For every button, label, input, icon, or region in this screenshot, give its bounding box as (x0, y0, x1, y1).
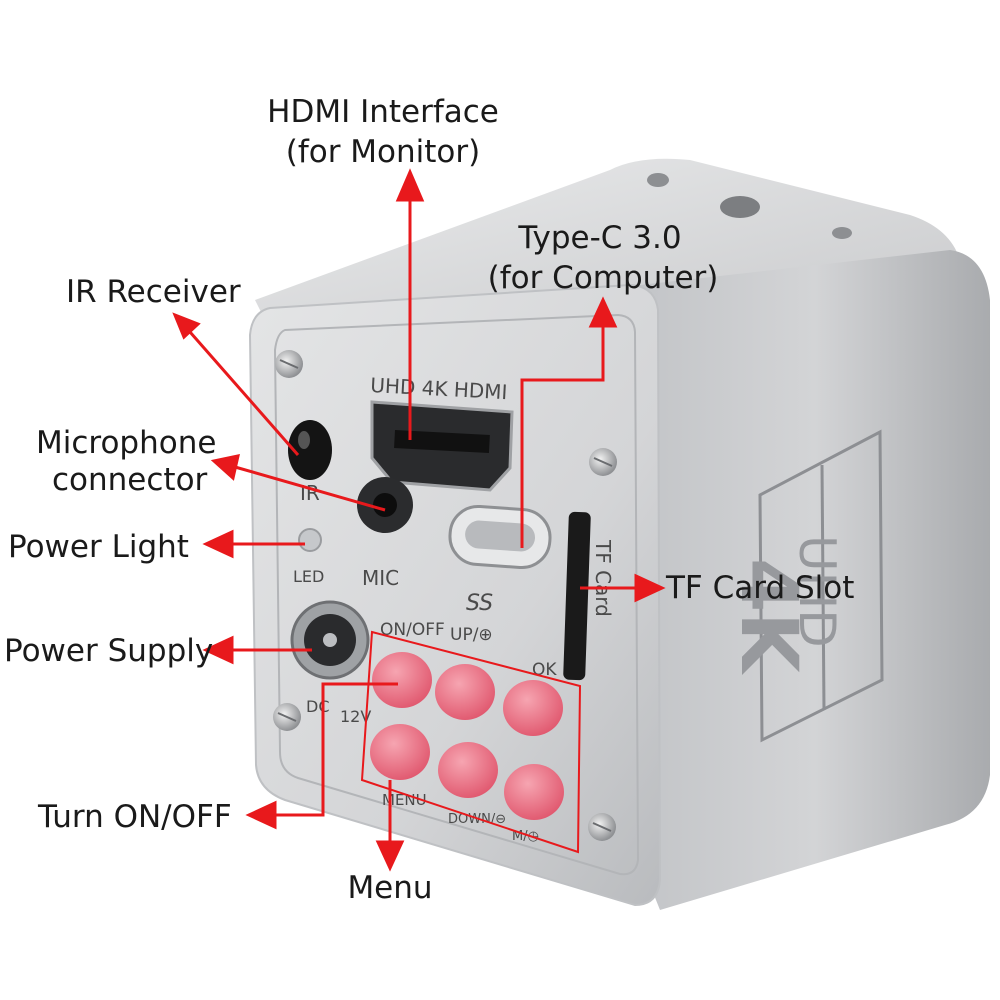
label-typec-line1: Type-C 3.0 (517, 220, 681, 256)
menu-button (370, 724, 430, 780)
label-typec-line2: (for Computer) (488, 260, 719, 296)
label-ir-receiver: IR Receiver (66, 274, 241, 310)
arrow-ir (188, 331, 300, 456)
arrow-mic (234, 465, 386, 512)
label-power-supply: Power Supply (4, 633, 213, 669)
arrow-typec (520, 326, 605, 548)
power-led (298, 528, 322, 552)
callout-labels: HDMI Interface (for Monitor) Type-C 3.0 … (4, 94, 854, 906)
camera-front-face (248, 283, 662, 907)
label-turn-onoff: Turn ON/OFF (37, 799, 232, 835)
menu-engraving: MENU (382, 791, 427, 809)
label-tf-card-slot: TF Card Slot (665, 570, 854, 606)
ir-engraving: IR (300, 481, 320, 505)
arrow-turn-onoff (275, 682, 398, 817)
side-4k-uhd-badge: 4K UHD (723, 429, 884, 743)
top-screw-hole-1 (647, 173, 669, 187)
callout-arrows (172, 168, 666, 872)
camera-body: UHD 4K HDMI IR MIC SS LED TF Card DC 12V… (248, 158, 990, 910)
label-mic-line2: connector (52, 462, 208, 498)
camera-side-face (640, 250, 990, 910)
tf-card-slot (563, 511, 591, 681)
label-hdmi-line1: HDMI Interface (267, 94, 499, 130)
label-menu: Menu (347, 870, 432, 906)
dc-engraving: DC (306, 697, 330, 716)
panel-screws (273, 350, 617, 841)
top-screw-hole-3 (832, 227, 852, 239)
top-screw-hole-2 (720, 196, 760, 218)
buttons-highlight-box (360, 630, 582, 854)
up-engraving: UP/⊕ (450, 625, 493, 645)
12v-engraving: 12V (340, 707, 371, 726)
front-panel (273, 313, 640, 876)
up-button (435, 664, 495, 720)
on-off-engraving: ON/OFF (380, 620, 445, 640)
side-uhd-text: UHD (788, 535, 846, 648)
m-button (504, 764, 564, 820)
label-power-light: Power Light (8, 529, 189, 565)
ss-engraving: SS (466, 591, 493, 616)
label-hdmi-line2: (for Monitor) (286, 134, 481, 170)
tf-card-engraving: TF Card (591, 539, 615, 617)
down-button (438, 742, 498, 798)
on-off-button (372, 652, 432, 708)
ok-button (503, 680, 563, 736)
mic-engraving: MIC (362, 566, 399, 590)
side-4k-text: 4K (723, 558, 813, 675)
ir-receiver (288, 420, 332, 480)
led-engraving: LED (293, 567, 324, 586)
control-buttons (370, 652, 564, 820)
label-mic-line1: Microphone (36, 425, 216, 461)
